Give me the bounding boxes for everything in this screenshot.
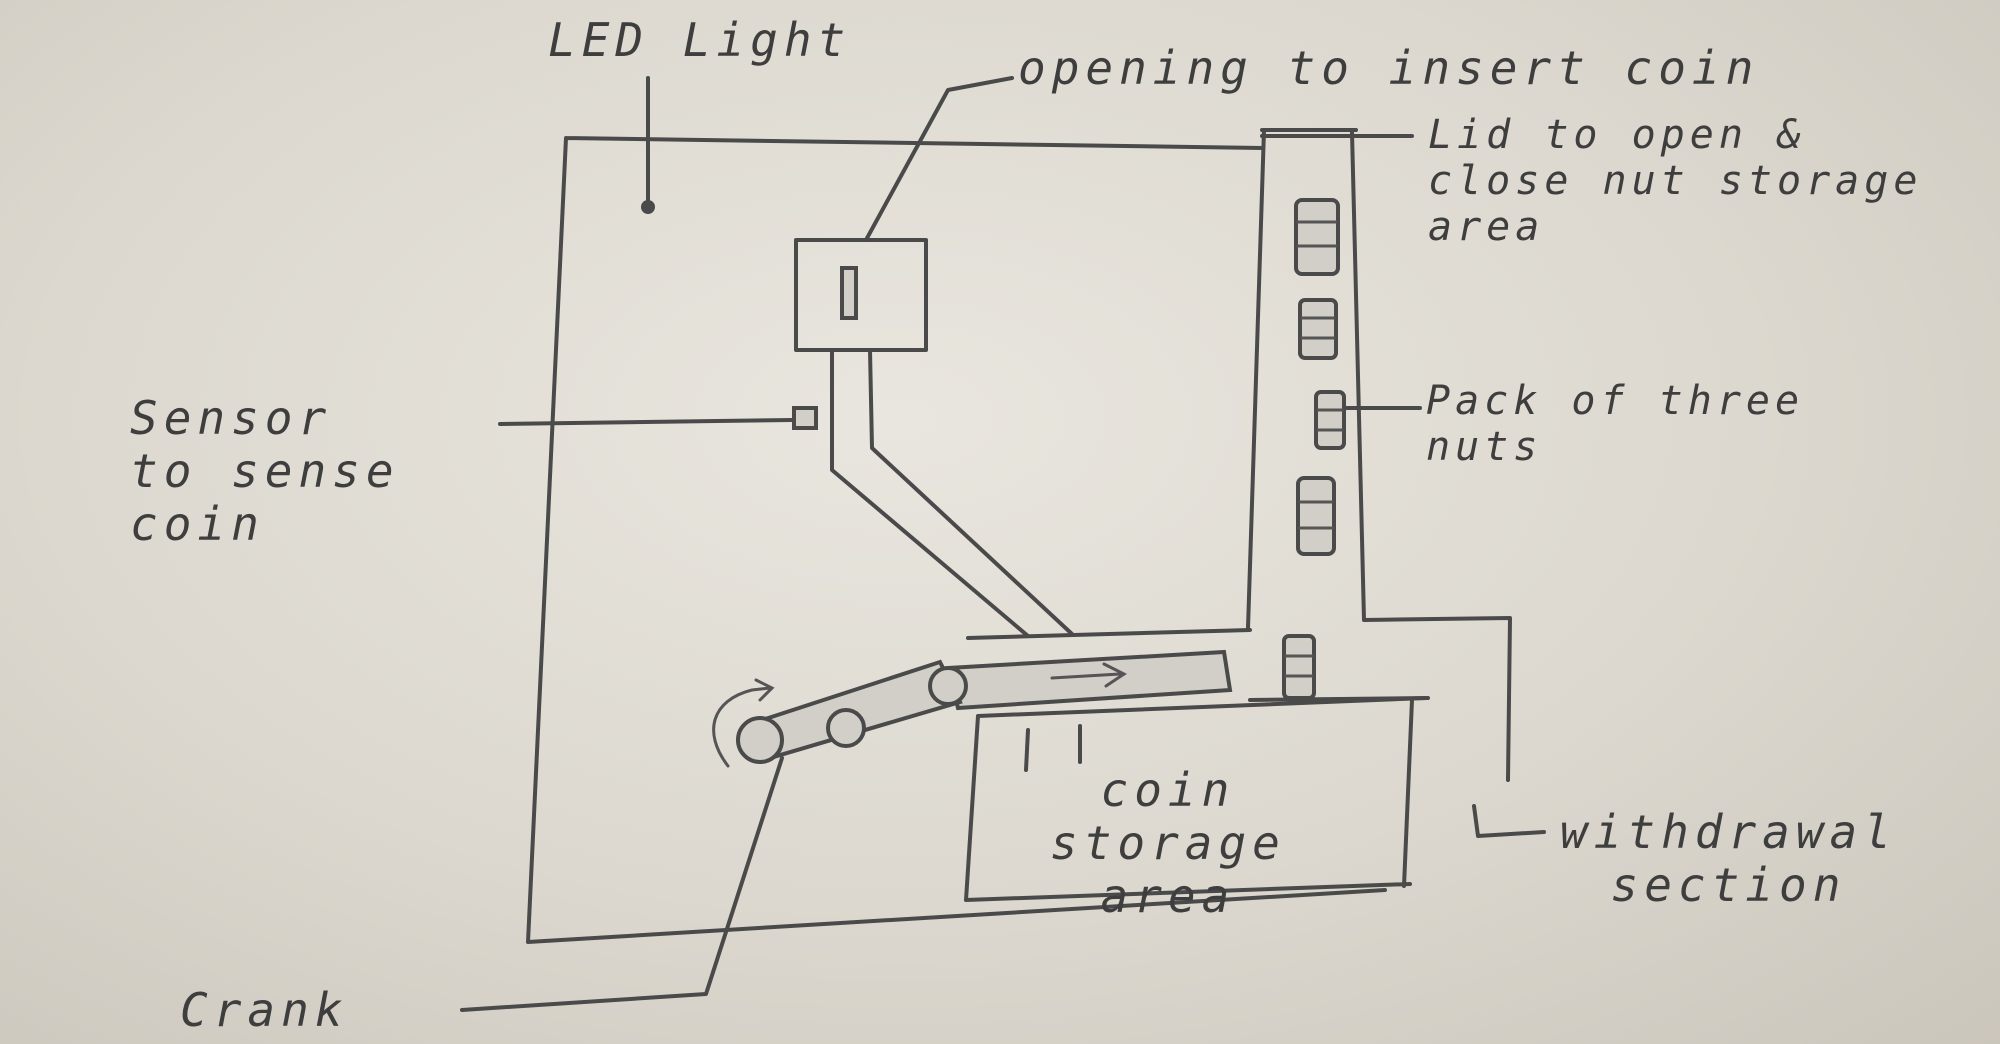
coin-chute bbox=[832, 350, 1072, 636]
withdrawal-pointer bbox=[1474, 806, 1544, 836]
crank-joint bbox=[828, 710, 864, 746]
sensor-box bbox=[794, 408, 816, 428]
crank-pointer bbox=[462, 758, 782, 1010]
nut-pack bbox=[1284, 636, 1314, 698]
sensor-label: Sensor to sense coin bbox=[130, 392, 400, 551]
chute-shelf bbox=[968, 630, 1250, 638]
coin-drop-mark bbox=[1026, 730, 1028, 770]
nut-pack bbox=[1300, 300, 1336, 358]
crank-joint-slider bbox=[930, 668, 966, 704]
slider-bar bbox=[948, 652, 1230, 708]
chute-to-storage bbox=[1250, 698, 1428, 700]
led-light-label: LED Light bbox=[548, 14, 851, 67]
coin-slot-opening bbox=[842, 268, 856, 318]
coin-slot-box bbox=[796, 240, 926, 350]
sensor-pointer bbox=[500, 420, 792, 424]
crank-label: Crank bbox=[180, 984, 348, 1037]
opening-pointer bbox=[866, 78, 1012, 240]
pack-label: Pack of three nuts bbox=[1426, 378, 1804, 470]
opening-label: opening to insert coin bbox=[1018, 42, 1759, 95]
nut-pack bbox=[1296, 200, 1338, 274]
nut-pack bbox=[1298, 478, 1334, 554]
lid-label: Lid to open & close nut storage area bbox=[1428, 112, 1922, 250]
withdrawal-label: withdrawal section bbox=[1560, 806, 1897, 912]
led-light-dot bbox=[641, 200, 655, 214]
coin-storage-label: coin storage area bbox=[1050, 764, 1286, 923]
nut-pack bbox=[1316, 392, 1344, 448]
nut-packs bbox=[1284, 200, 1344, 698]
crank-pivot bbox=[738, 718, 782, 762]
